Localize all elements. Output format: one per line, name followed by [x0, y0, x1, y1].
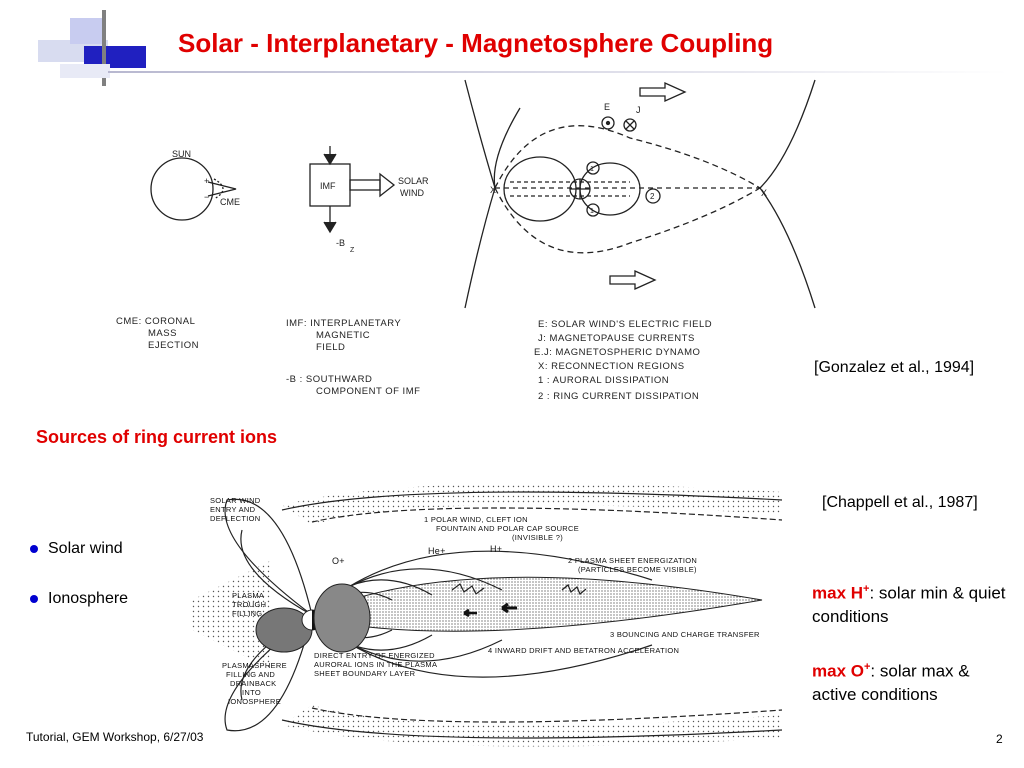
direct-entry-1: DIRECT ENTRY OF ENERGIZED	[314, 651, 435, 660]
legend-bz-2: COMPONENT OF IMF	[316, 386, 420, 397]
solar-wind-label-2: WIND	[400, 188, 424, 198]
solar-wind-entry-3: DEFLECTION	[210, 514, 261, 523]
max-h-label: max H	[812, 583, 864, 603]
legend-cme-2: MASS	[148, 328, 177, 339]
plasmasphere-2: FILLING AND	[226, 670, 275, 679]
direct-entry-2: AURORAL IONS IN THE PLASMA	[314, 660, 437, 669]
item3-label: 3 BOUNCING AND CHARGE TRANSFER	[610, 630, 760, 639]
j-label: J	[636, 105, 641, 115]
bullet-text: Solar wind	[48, 540, 123, 557]
bz-label: -B	[336, 238, 345, 248]
ring-current-diagram: SOLAR WIND ENTRY AND DEFLECTION 1 POLAR …	[192, 483, 783, 747]
legend-bz-1: -B : SOUTHWARD	[286, 374, 372, 385]
section-heading: Sources of ring current ions	[36, 427, 278, 447]
region1-lower: 1	[590, 208, 594, 215]
plasma-trough-3: FILLING	[232, 609, 262, 618]
region2-label: 2	[650, 192, 655, 201]
x-point-right: X	[761, 188, 767, 198]
plasmasphere-3: DRAINBACK	[230, 679, 276, 688]
note-max-h: max H+: solar min & quiet conditions	[812, 578, 1017, 628]
legend-right-6: 2 : RING CURRENT DISSIPATION	[538, 391, 699, 402]
plasmasphere-1: PLASMASPHERE	[222, 661, 287, 670]
bz-sub: Z	[350, 247, 355, 254]
legend-right-5: 1 : AURORAL DISSIPATION	[538, 375, 669, 386]
o-plus-label: O+	[332, 556, 345, 566]
svg-text:−: −	[204, 192, 209, 202]
svg-text:+: +	[204, 176, 209, 186]
coupling-diagram: SUN CME + − IMF SOLAR WIND -B Z E J X X …	[116, 79, 816, 402]
note-max-o: max O+: solar max & active conditions	[812, 656, 1017, 706]
corner-logo	[38, 10, 146, 86]
bullet-item: Solar wind	[30, 540, 128, 590]
item4-label: 4 INWARD DRIFT AND BETATRON ACCELERATION	[488, 646, 679, 655]
item1-line2: FOUNTAIN AND POLAR CAP SOURCE	[436, 524, 579, 533]
bullet-text: Ionosphere	[48, 590, 129, 607]
bullet-list: Solar wind Ionosphere	[30, 540, 128, 640]
plasma-trough-1: PLASMA	[232, 591, 264, 600]
imf-box-label: IMF	[320, 181, 336, 191]
sun-circle	[150, 157, 214, 221]
legend-cme-1: CME: CORONAL	[116, 316, 195, 327]
max-h-text: : solar min & quiet conditions	[812, 583, 1006, 626]
bullet-icon	[30, 545, 38, 553]
plasma-trough-2: TROUGH	[232, 600, 266, 609]
sun-label: SUN	[172, 149, 191, 159]
x-point-left: X	[490, 185, 496, 195]
plasmasphere-5: IONOSPHERE	[228, 697, 281, 706]
slide-footer: Tutorial, GEM Workshop, 6/27/03	[26, 730, 204, 744]
legend-right-2: J: MAGNETOPAUSE CURRENTS	[538, 333, 695, 344]
max-h-sup: +	[863, 583, 870, 595]
item1-line3: (INVISIBLE ?)	[512, 533, 563, 542]
plasmasphere-4: INTO	[242, 688, 261, 697]
item1-line1: 1 POLAR WIND, CLEFT ION	[424, 515, 528, 524]
max-o-label: max O	[812, 661, 864, 681]
direct-entry-3: SHEET BOUNDARY LAYER	[314, 669, 416, 678]
bullet-item: Ionosphere	[30, 590, 128, 640]
e-label: E	[604, 102, 610, 112]
legend-right-4: X: RECONNECTION REGIONS	[538, 361, 685, 372]
legend-right-3: E.J: MAGNETOSPHERIC DYNAMO	[534, 347, 700, 358]
he-plus-label: He+	[428, 546, 446, 556]
max-o-sup: +	[863, 661, 871, 673]
legend-imf-2: MAGNETIC	[316, 330, 370, 341]
slide-title: Solar - Interplanetary - Magnetosphere C…	[178, 28, 774, 58]
cme-label: CME	[220, 197, 240, 207]
citation-chappell: [Chappell et al., 1987]	[822, 494, 978, 511]
h-plus-label: H+	[490, 544, 502, 554]
legend-cme-3: EJECTION	[148, 340, 199, 351]
page-number: 2	[996, 732, 1003, 746]
solar-wind-label-1: SOLAR	[398, 176, 429, 186]
region1-upper: 1	[590, 166, 594, 173]
bullet-icon	[30, 595, 38, 603]
legend-imf-3: FIELD	[316, 342, 345, 353]
item2-line1: 2 PLASMA SHEET ENERGIZATION	[568, 556, 697, 565]
title-divider	[108, 71, 1008, 73]
legend-right-1: E: SOLAR WIND'S ELECTRIC FIELD	[538, 319, 712, 330]
max-o-text: : solar max & active conditions	[812, 661, 970, 704]
solar-wind-entry-1: SOLAR WIND	[210, 496, 261, 505]
solar-wind-entry-2: ENTRY AND	[210, 505, 256, 514]
legend-imf-1: IMF: INTERPLANETARY	[286, 318, 401, 329]
item2-line2: (PARTICLES BECOME VISIBLE)	[578, 565, 697, 574]
citation-gonzalez: [Gonzalez et al., 1994]	[814, 359, 975, 376]
